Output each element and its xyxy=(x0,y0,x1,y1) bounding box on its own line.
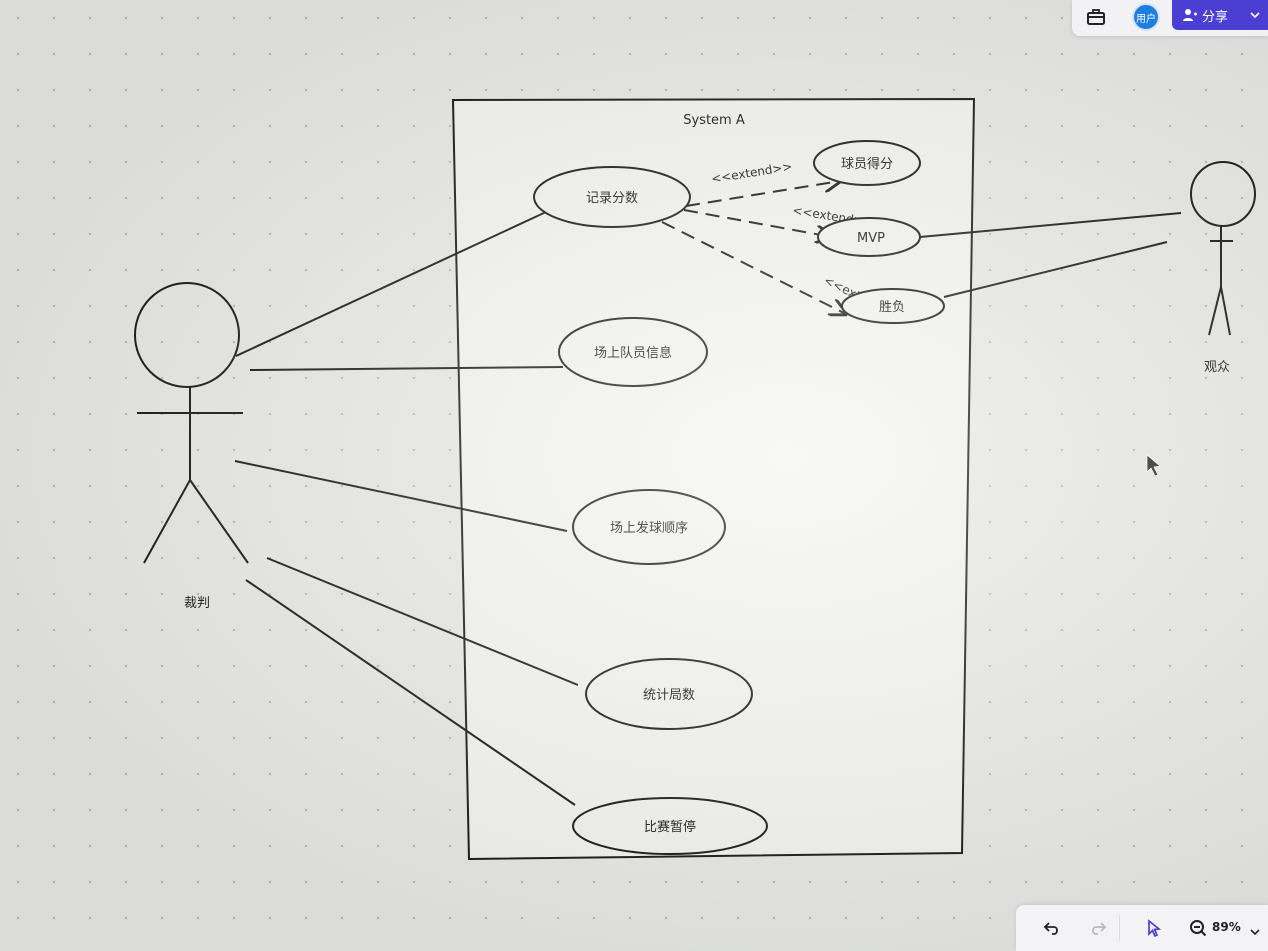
chevron-down-icon xyxy=(1250,8,1260,23)
association-referee-record-score[interactable] xyxy=(235,211,547,357)
redo-icon xyxy=(1092,922,1107,935)
actor-audience-label: 观众 xyxy=(1204,360,1230,375)
share-button[interactable]: 分享 xyxy=(1172,0,1268,30)
bottom-toolbar: 89% xyxy=(1016,905,1268,951)
usecase-mvp-label: MVP xyxy=(857,231,885,246)
toolbox-icon xyxy=(1087,9,1105,25)
pointer-icon xyxy=(1148,919,1162,937)
system-boundary[interactable] xyxy=(451,97,976,861)
system-title: System A xyxy=(683,113,745,128)
usecase-mvp[interactable]: MVP xyxy=(817,217,921,257)
extend-arrow-win-loss[interactable] xyxy=(661,221,846,314)
user-icon xyxy=(1182,8,1198,22)
actor-referee-label: 裁判 xyxy=(184,595,210,611)
usecase-count-rounds-label: 统计局数 xyxy=(643,688,695,703)
toolbar-divider xyxy=(1119,915,1120,941)
extend-arrow-player-score[interactable] xyxy=(685,181,840,207)
usecase-player-score[interactable]: 球员得分 xyxy=(813,140,921,186)
undo-icon xyxy=(1043,922,1058,935)
select-tool-button[interactable] xyxy=(1142,916,1166,940)
usecase-player-score-label: 球员得分 xyxy=(841,156,893,172)
zoom-out-button[interactable] xyxy=(1186,916,1210,940)
actor-audience[interactable] xyxy=(1190,161,1256,336)
toolbox-button[interactable] xyxy=(1084,5,1108,29)
association-referee-pause[interactable] xyxy=(245,579,576,806)
actor-referee-head xyxy=(134,282,240,388)
association-referee-player-info[interactable] xyxy=(249,366,564,371)
usecase-serve-order-label: 场上发球顺序 xyxy=(610,520,688,536)
zoom-out-icon xyxy=(1190,920,1207,937)
actor-audience-head xyxy=(1190,161,1256,227)
avatar[interactable]: 用户 xyxy=(1132,3,1160,31)
usecase-count-rounds[interactable]: 统计局数 xyxy=(585,658,753,730)
actor-referee[interactable] xyxy=(134,282,249,564)
share-button-label: 分享 xyxy=(1202,9,1229,25)
usecase-player-info[interactable]: 场上队员信息 xyxy=(558,317,708,387)
usecase-record-score-label: 记录分数 xyxy=(586,191,638,206)
usecase-pause[interactable]: 比赛暂停 xyxy=(572,797,768,855)
usecase-record-score[interactable]: 记录分数 xyxy=(533,166,691,228)
undo-button[interactable] xyxy=(1040,916,1064,940)
association-audience-mvp[interactable] xyxy=(919,212,1182,238)
usecase-serve-order[interactable]: 场上发球顺序 xyxy=(572,489,726,565)
association-referee-count-rounds[interactable] xyxy=(266,557,579,686)
top-toolbar: 用户 分享 xyxy=(1072,0,1268,36)
zoom-level[interactable]: 89% xyxy=(1212,920,1241,934)
redo-button[interactable] xyxy=(1086,916,1110,940)
zoom-chevron-down-icon[interactable] xyxy=(1250,921,1260,940)
mouse-cursor-icon xyxy=(1146,454,1161,477)
usecase-win-loss-label: 胜负 xyxy=(879,300,905,315)
association-referee-serve-order[interactable] xyxy=(234,460,568,532)
extend-arrow-mvp[interactable] xyxy=(683,209,832,237)
usecase-player-info-label: 场上队员信息 xyxy=(594,345,672,361)
usecase-pause-label: 比赛暂停 xyxy=(644,819,696,835)
usecase-win-loss[interactable]: 胜负 xyxy=(841,288,945,324)
association-audience-win-loss[interactable] xyxy=(943,241,1168,298)
